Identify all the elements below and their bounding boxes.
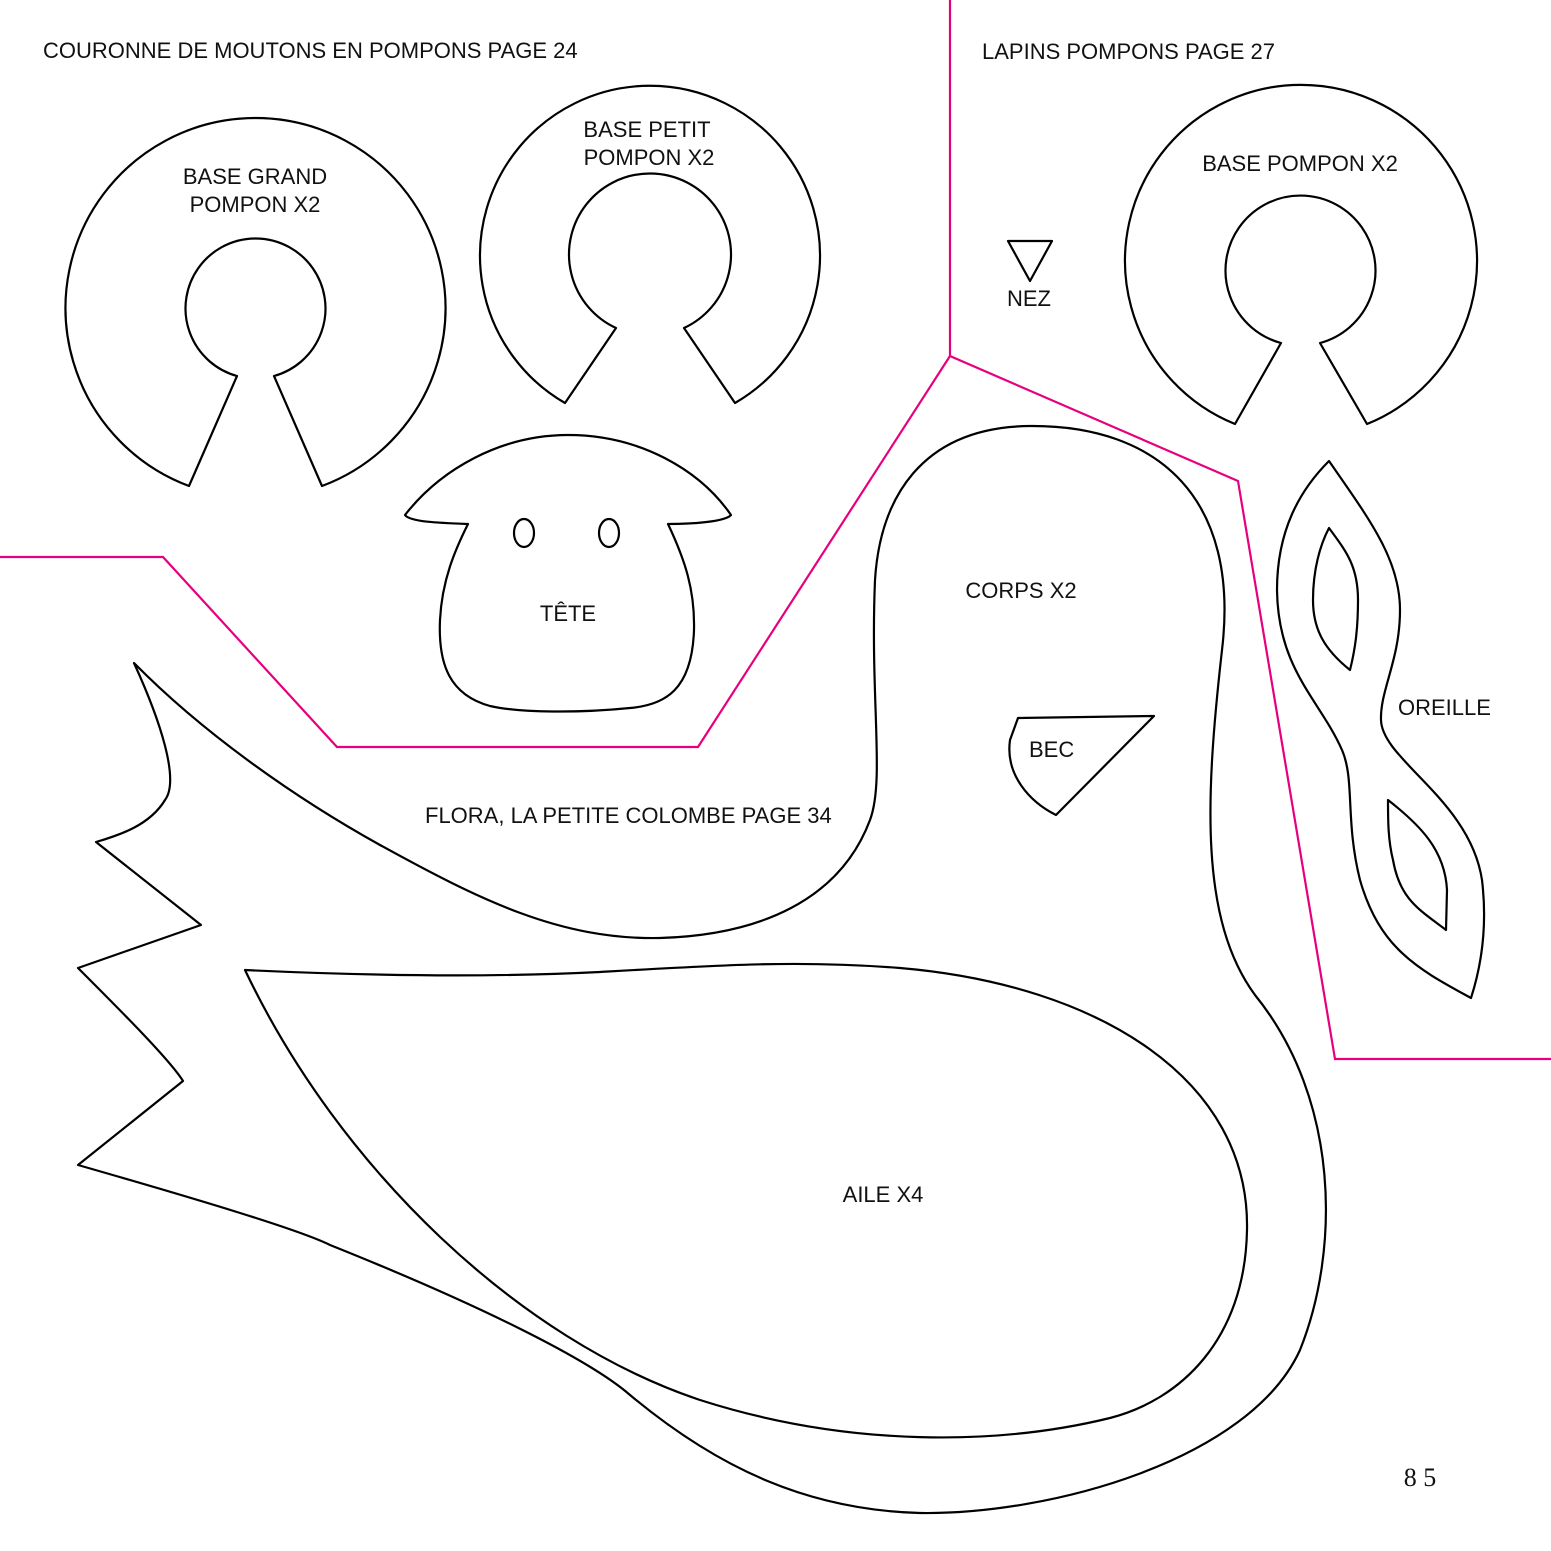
label-oreille: OREILLE	[1398, 695, 1491, 720]
label-tete: TÊTE	[540, 601, 596, 626]
aile-piece	[243, 962, 1249, 1439]
tete-eye-right	[597, 517, 621, 549]
section-title-lapins: LAPINS POMPONS PAGE 27	[982, 39, 1275, 64]
corps-piece	[76, 424, 1328, 1515]
section-divider-lapins	[948, 0, 1551, 1061]
label-base-pompon: BASE POMPON X2	[1202, 151, 1398, 176]
base-petit-pompon-piece	[478, 84, 822, 405]
base-grand-pompon-piece	[64, 117, 447, 488]
oreille-inner-bottom	[1386, 798, 1449, 932]
oreille-inner-top	[1311, 526, 1360, 672]
label-base-petit-2: POMPON X2	[584, 145, 715, 170]
base-pompon-piece	[1123, 83, 1479, 426]
label-aile: AILE X4	[843, 1182, 924, 1207]
label-nez: NEZ	[1007, 286, 1051, 311]
label-corps: CORPS X2	[965, 578, 1076, 603]
tete-eye-left	[512, 517, 536, 549]
label-base-grand-2: POMPON X2	[190, 192, 321, 217]
page-number: 8 5	[1404, 1463, 1437, 1492]
section-divider-couronne	[0, 355, 951, 749]
label-base-grand-1: BASE GRAND	[183, 164, 327, 189]
nez-piece	[1006, 239, 1054, 283]
tete-piece	[403, 433, 733, 713]
oreille-piece	[1275, 459, 1486, 1000]
label-base-petit-1: BASE PETIT	[583, 117, 710, 142]
bec-piece	[1008, 714, 1156, 817]
section-title-flora: FLORA, LA PETITE COLOMBE PAGE 34	[425, 803, 832, 828]
label-bec: BEC	[1029, 737, 1074, 762]
section-title-couronne: COURONNE DE MOUTONS EN POMPONS PAGE 24	[43, 38, 578, 63]
